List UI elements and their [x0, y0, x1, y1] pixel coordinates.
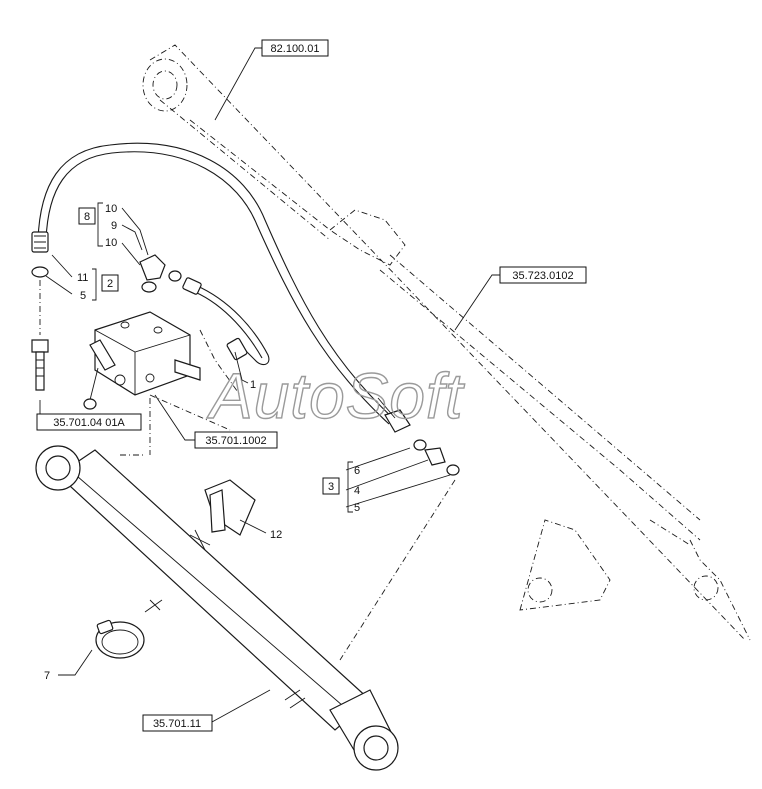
- hose-guard-bracket: [204, 479, 256, 536]
- callout-leaders: [39, 47, 500, 723]
- watermark: AutoSoft: [206, 360, 465, 432]
- assembly-leaders: [120, 329, 456, 661]
- ref-label: 82.100.01: [271, 43, 320, 55]
- left-straight-fitting: [31, 266, 49, 391]
- ref-box-35-701-04-01a[interactable]: 35.701.04 01A: [36, 413, 142, 431]
- item-11: 11: [77, 272, 88, 284]
- group-label: 8: [84, 211, 90, 223]
- ref-box-35-723-0102[interactable]: 35.723.0102: [499, 266, 587, 284]
- item-10-upper: 10: [105, 203, 117, 215]
- item-numbers: 10 9 10 11 5 1 6 4 5 12 7: [44, 203, 360, 682]
- item-9: 9: [111, 220, 117, 232]
- group-box-3[interactable]: 3: [322, 477, 340, 495]
- ref-box-82-100-01[interactable]: 82.100.01: [261, 39, 329, 57]
- hydraulic-hose: [31, 142, 411, 433]
- item-6: 6: [354, 465, 360, 477]
- hydraulic-cylinder: [35, 445, 399, 771]
- item-4: 4: [354, 485, 360, 497]
- ref-label: 35.701.04 01A: [53, 417, 125, 429]
- adapter-fitting-group: [413, 439, 460, 476]
- ref-label: 35.723.0102: [512, 270, 573, 282]
- item-7: 7: [44, 670, 50, 682]
- ref-box-35-701-1002[interactable]: 35.701.1002: [194, 431, 278, 449]
- elbow-fitting-group: [139, 254, 182, 293]
- item-1: 1: [250, 379, 256, 391]
- group-box-2[interactable]: 2: [101, 274, 119, 292]
- item-10-lower: 10: [105, 237, 117, 249]
- steel-tube: [182, 277, 270, 366]
- group-brackets: [92, 202, 353, 513]
- hose-clamp: [95, 619, 145, 659]
- item-12: 12: [270, 529, 282, 541]
- boom-arm-phantom: [142, 44, 751, 641]
- group-label: 2: [107, 278, 113, 290]
- item-5-upper: 5: [80, 290, 86, 302]
- group-label: 3: [328, 481, 334, 493]
- item-5-lower: 5: [354, 502, 360, 514]
- ref-box-35-701-11[interactable]: 35.701.11: [142, 714, 213, 732]
- group-box-8[interactable]: 8: [78, 207, 96, 225]
- ref-label: 35.701.11: [153, 718, 201, 730]
- valve-block: [83, 311, 201, 410]
- ref-label: 35.701.1002: [205, 435, 266, 447]
